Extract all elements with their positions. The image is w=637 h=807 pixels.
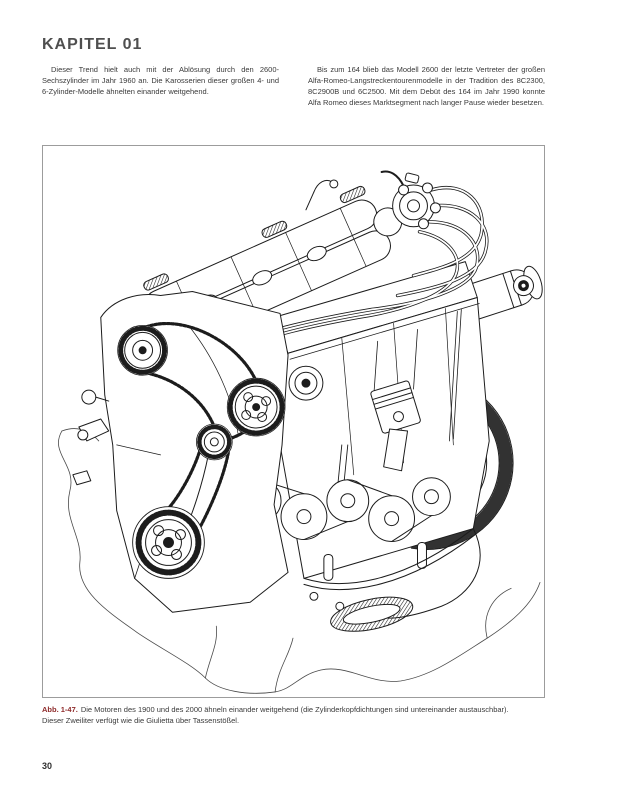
intro-paragraph-left: Dieser Trend hielt auch mit der Ablösung… <box>42 65 279 96</box>
intro-paragraph-right: Bis zum 164 blieb das Modell 2600 der le… <box>308 65 545 107</box>
cam-sprocket-left <box>117 324 168 376</box>
figure-caption-line1: Die Motoren des 1900 und des 2000 ähneln… <box>80 705 509 714</box>
figure-caption-line2: Dieser Zweiliter verfügt wie die Giuliet… <box>42 716 240 725</box>
idler-sprocket <box>195 423 233 461</box>
crank-sprocket <box>132 506 205 579</box>
intro-text: Dieser Trend hielt auch mit der Ablösung… <box>42 64 545 108</box>
engine-figure-frame <box>42 145 545 698</box>
figure-caption-label: Abb. 1-47. <box>42 705 78 714</box>
page-title: KAPITEL 01 <box>42 36 143 53</box>
dipstick <box>305 179 339 211</box>
oil-sump <box>303 528 481 632</box>
engine-cutaway-illustration <box>58 170 543 694</box>
sump-ghost-outline <box>58 428 541 694</box>
page-number: 30 <box>42 761 53 771</box>
figure-caption: Abb. 1-47.Die Motoren des 1900 und des 2… <box>42 704 552 726</box>
accessory-lever <box>72 389 110 486</box>
cam-sprocket-right <box>226 377 286 437</box>
